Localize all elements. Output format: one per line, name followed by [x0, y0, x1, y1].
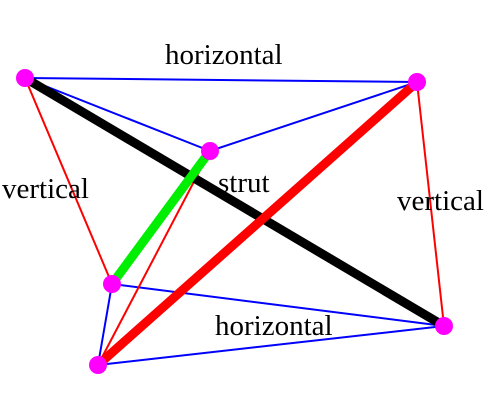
cable-top-left-to-mid-left — [24, 77, 113, 285]
cable-top-left-to-upper-middle — [24, 77, 211, 152]
cable-bottom-left-to-bottom-right — [97, 325, 445, 366]
horizontal-cables — [24, 77, 445, 366]
strut-red — [93, 77, 422, 370]
label-right-vertical: vertical — [397, 185, 484, 217]
cable-mid-left-to-bottom-right — [111, 283, 445, 327]
node-top-right — [408, 73, 426, 91]
label-top-horizontal: horizontal — [165, 39, 283, 71]
node-upper-middle — [201, 142, 219, 160]
cable-upper-middle-to-bottom-left — [97, 150, 211, 366]
label-bottom-horizontal: horizontal — [215, 310, 333, 342]
label-left-vertical: vertical — [2, 173, 89, 205]
node-bottom-right — [435, 317, 453, 335]
cable-mid-left-to-bottom-left — [97, 283, 113, 366]
nodes — [16, 69, 453, 374]
strut-black — [20, 73, 449, 331]
cable-top-right-to-bottom-right — [416, 81, 445, 327]
label-strut: strut — [218, 167, 270, 199]
node-top-left — [16, 69, 34, 87]
node-bottom-left — [89, 356, 107, 374]
cable-upper-middle-to-top-right — [209, 81, 418, 152]
cable-top-left-to-top-right — [24, 77, 418, 83]
vertical-cables — [24, 77, 445, 366]
strut-green — [107, 146, 215, 289]
node-mid-left — [103, 275, 121, 293]
